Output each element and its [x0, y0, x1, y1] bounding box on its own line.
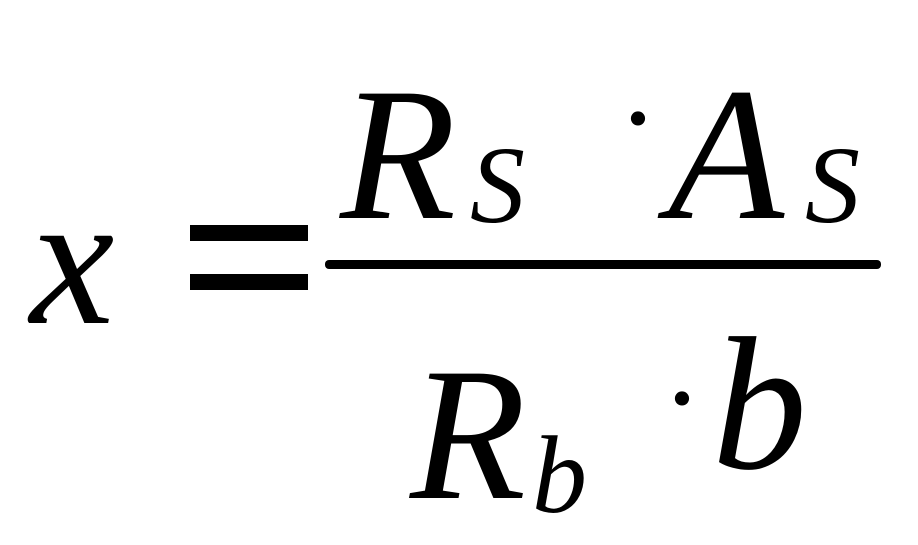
equals-bar-top — [190, 225, 308, 241]
lhs-variable: x — [30, 155, 115, 365]
denominator-term2: b — [712, 300, 807, 510]
denominator-dot-operator: · — [662, 331, 702, 464]
numerator-term1-base: R — [340, 50, 457, 260]
fraction-bar — [325, 260, 881, 269]
denominator-term1-subscript: b — [532, 414, 587, 536]
denominator-term1-base: R — [410, 330, 527, 540]
numerator-term1-subscript: S — [470, 124, 525, 246]
numerator-dot-operator: · — [618, 51, 658, 184]
equals-bar-bottom — [190, 274, 308, 290]
numerator-term2-base: A — [668, 50, 785, 260]
numerator-term2-subscript: S — [805, 124, 860, 246]
